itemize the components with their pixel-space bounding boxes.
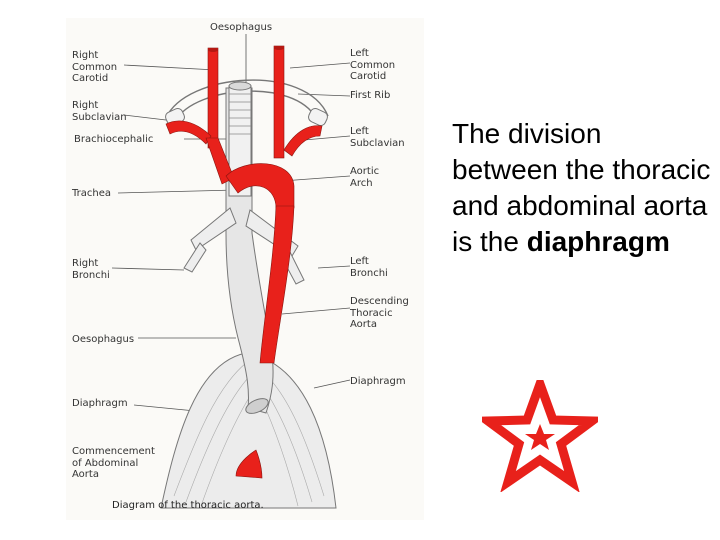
label-left-subclavian: Left Subclavian bbox=[350, 126, 405, 149]
label-aortic-arch: Aortic Arch bbox=[350, 166, 380, 189]
label-diaphragm-left: Diaphragm bbox=[72, 398, 128, 409]
diagram-caption: Diagram of the thoracic aorta. bbox=[112, 500, 264, 511]
anatomy-illustration bbox=[111, 34, 351, 509]
label-right-subclavian: Right Subclavian bbox=[72, 100, 127, 123]
note-emphasis: diaphragm bbox=[526, 226, 670, 257]
label-right-common-carotid: Right Common Carotid bbox=[72, 50, 118, 84]
slide-note: The division between the thoracic and ab… bbox=[452, 116, 712, 260]
note-text: The division between the thoracic and ab… bbox=[452, 118, 711, 257]
label-commencement-abdominal-aorta: Commencement of Abdominal Aorta bbox=[72, 446, 155, 480]
thoracic-aorta-diagram: Oesophagus Right Common Carotid Left Com… bbox=[66, 18, 424, 520]
label-first-rib: First Rib bbox=[350, 90, 391, 101]
label-oesophagus-mid: Oesophagus bbox=[72, 334, 135, 345]
label-trachea: Trachea bbox=[72, 188, 111, 199]
label-oesophagus-top: Oesophagus bbox=[210, 22, 273, 33]
label-right-bronchi: Right Bronchi bbox=[72, 258, 110, 281]
label-brachiocephalic: Brachiocephalic bbox=[74, 134, 154, 145]
label-descending-thoracic-aorta: Descending Thoracic Aorta bbox=[350, 296, 409, 330]
label-left-common-carotid: Left Common Carotid bbox=[350, 48, 396, 82]
label-left-bronchi: Left Bronchi bbox=[350, 256, 388, 279]
label-diaphragm-right: Diaphragm bbox=[350, 376, 406, 387]
star-icon bbox=[482, 380, 598, 492]
